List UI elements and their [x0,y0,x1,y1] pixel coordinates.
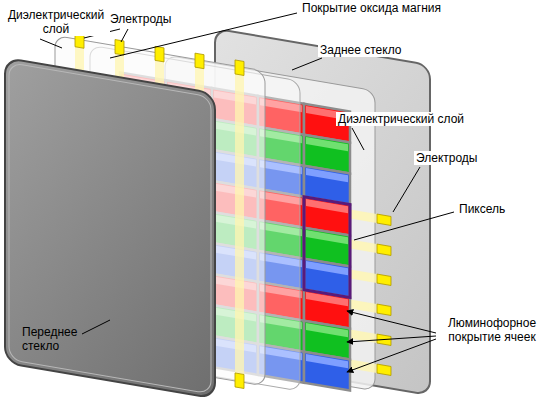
leader-line [292,58,322,70]
leader-line [40,39,62,48]
layer-label: Покрытие оксида магния [300,1,443,15]
leader-line [121,29,128,42]
electrode-tab [377,274,391,285]
pixel-outline [304,197,350,298]
leader-line [393,167,420,212]
phosphor-cell [304,352,350,391]
part-label: Заднее стекло [318,43,403,57]
front-glass-rim [9,63,211,394]
front-glass [5,58,215,399]
cell-wall-face [306,354,348,368]
layer-label: Диэлектрический слой [336,112,466,126]
cell-wall-face [306,230,348,244]
electrode-tab [377,304,391,315]
electrode-tab [115,40,124,56]
electrode-tab [377,214,391,225]
cell-wall-face [306,261,348,275]
part-label: Переднее стекло [20,325,86,353]
layer-label: Диэлектрический слой [2,8,110,36]
electrode-tab [235,373,244,389]
electrode-tab [377,364,391,375]
electrode-tab [195,53,204,69]
part-label: Люминофорное покрытие ячеек [440,316,544,344]
leader-line [354,212,454,240]
part-label: Пиксель [457,202,507,216]
arrow-line [347,311,436,333]
cell-wall-face [306,323,348,337]
electrode-strip [235,60,244,389]
cell-wall-face [306,137,348,151]
electrode-tab [155,46,164,62]
arrow-line [347,336,436,342]
electrode-tab [235,60,244,76]
part-label: Электроды [108,12,174,26]
part-label: Электроды [414,151,480,165]
electrode-tab [377,244,391,255]
leader-line [352,128,364,150]
leader-lines [40,13,454,372]
leader-line [82,320,110,334]
cell-wall-face [306,168,348,182]
arrow-line [347,339,436,372]
